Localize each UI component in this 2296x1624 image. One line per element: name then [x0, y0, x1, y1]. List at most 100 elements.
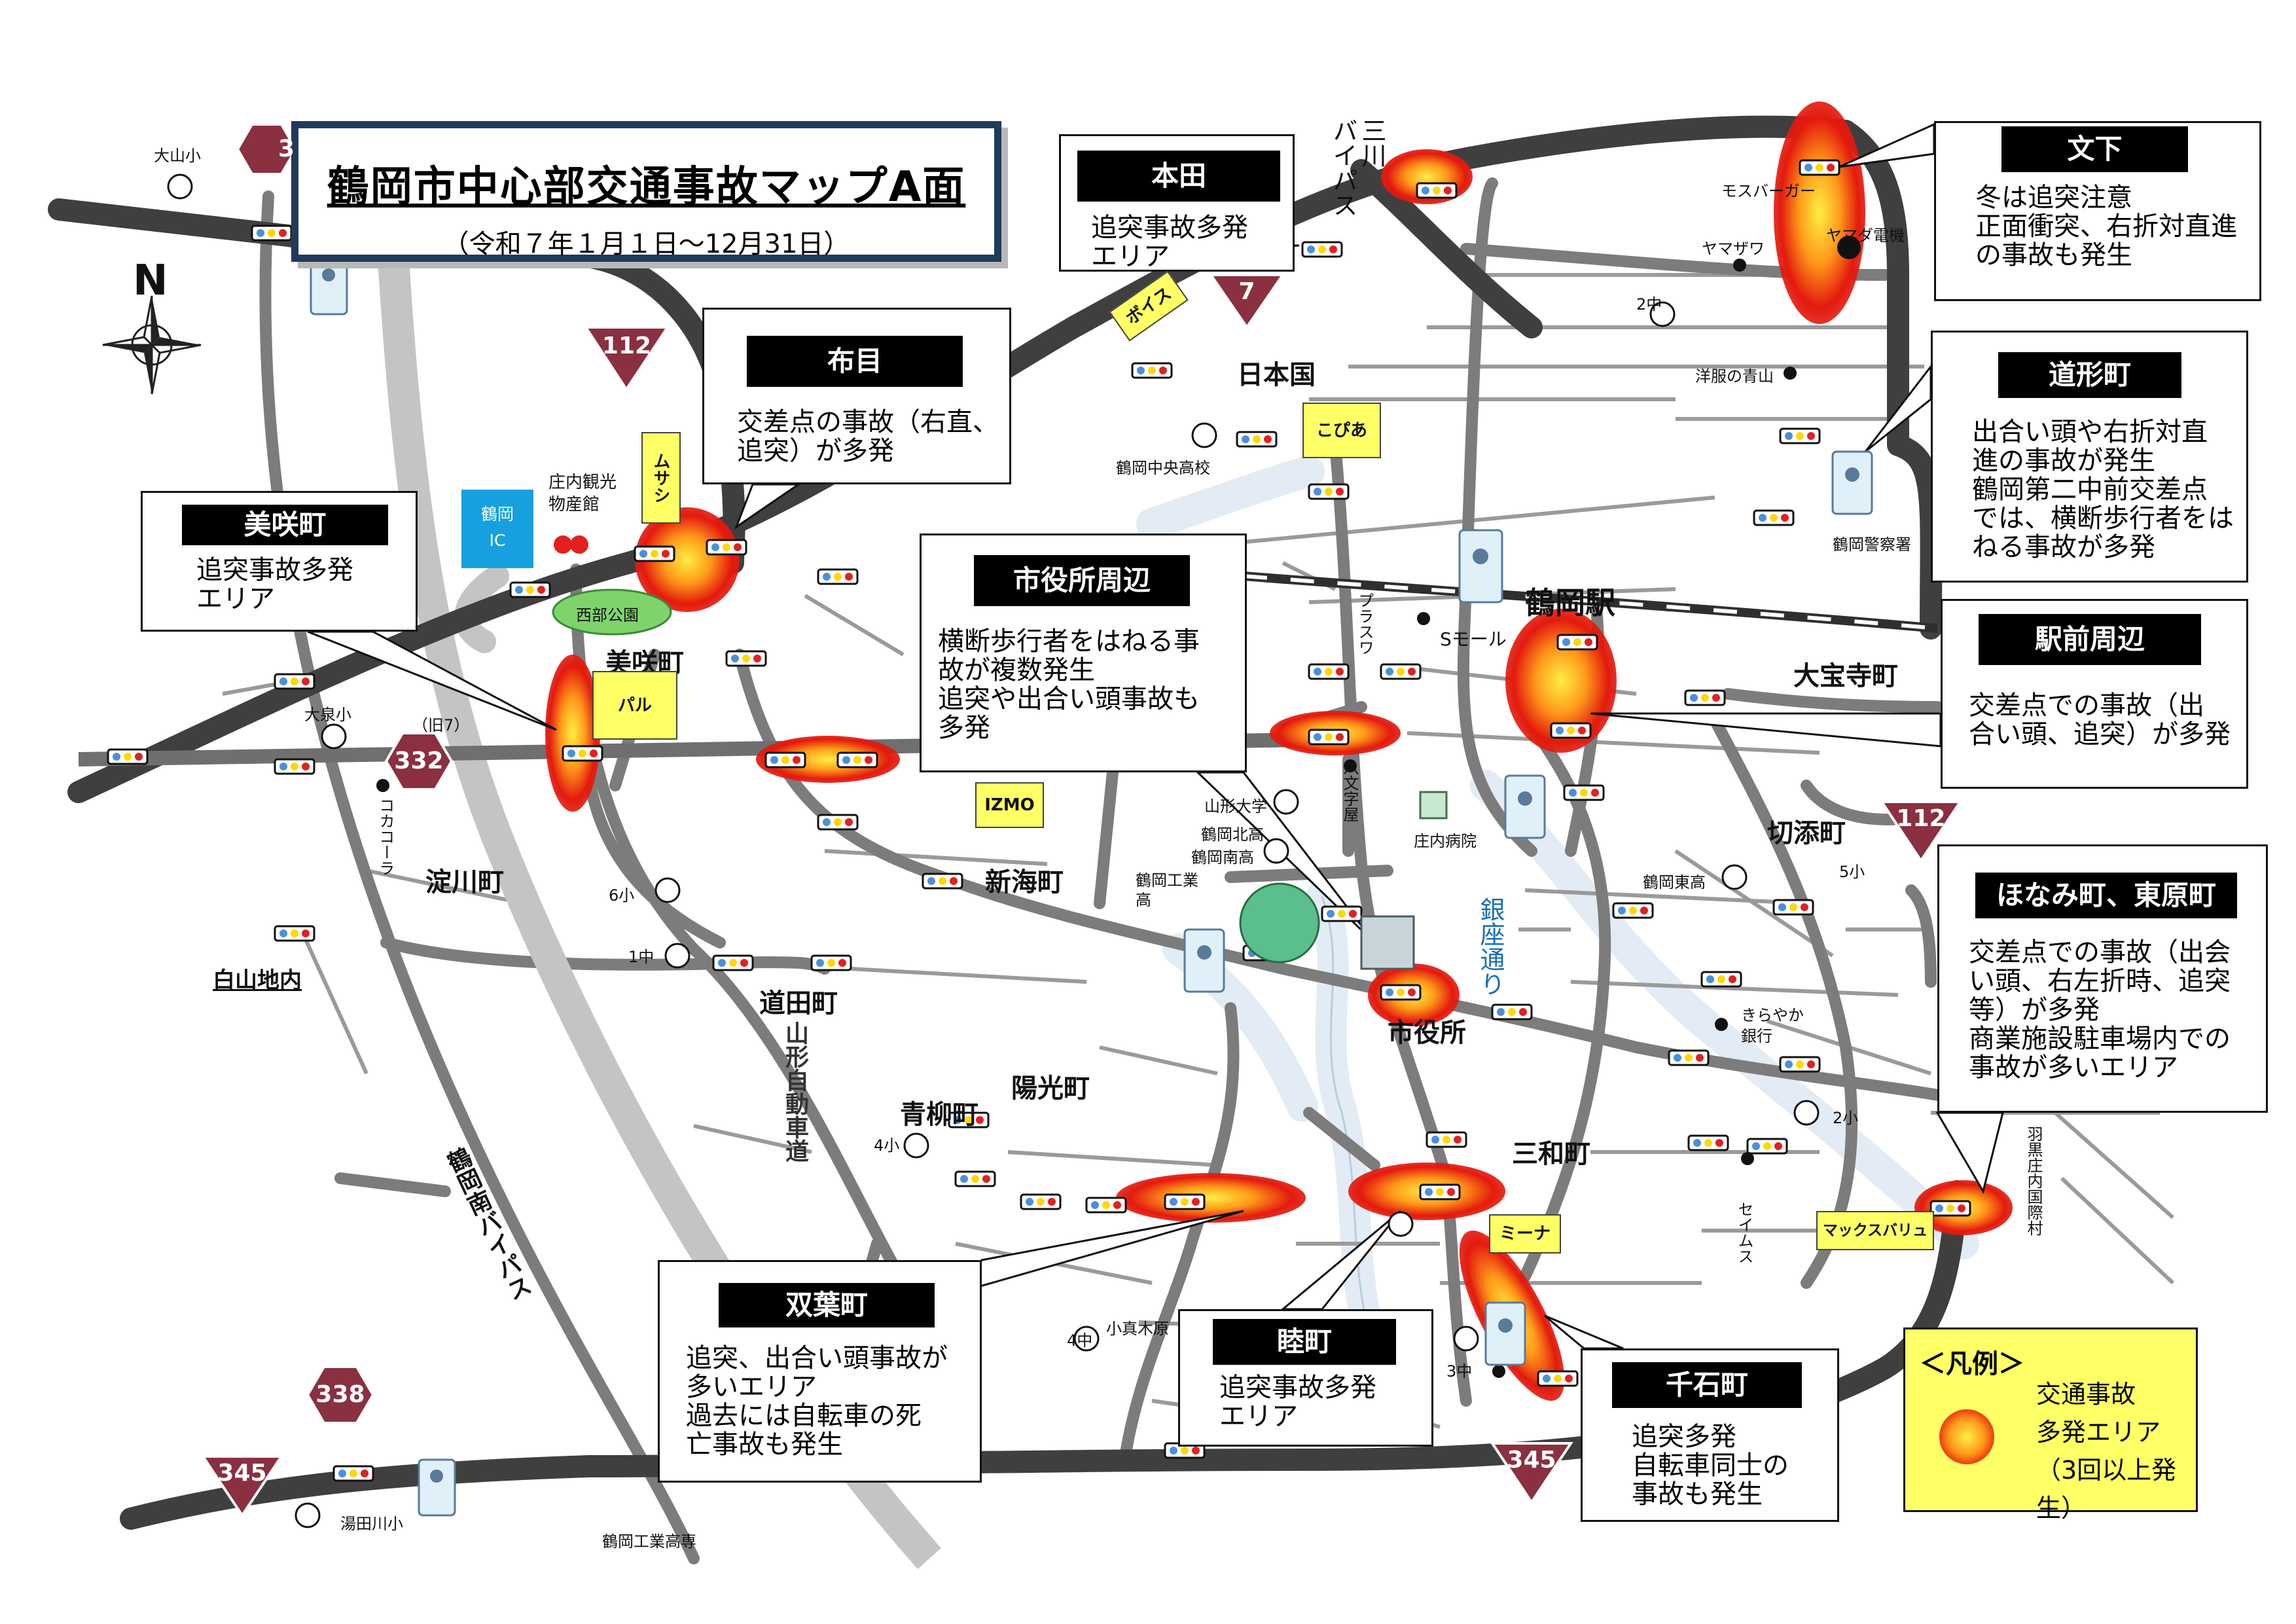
district-nihonkoku: 日本国 [1237, 360, 1316, 390]
callout-misaki: 美咲町 追突事故多発 エリア [141, 491, 418, 632]
callout-sengoku: 千石町 追突多発 自転車同士の 事故も発生 [1581, 1348, 1839, 1522]
callout-shiyakusho: 市役所周辺 横断歩行者をはねる事 故が複数発生 追突や出合い頭事故も 多発 [920, 533, 1247, 772]
callout-nunome-title: 布目 [747, 336, 963, 387]
park-pond [1239, 882, 1320, 964]
district-aoyagi: 青柳町 [900, 1100, 978, 1130]
place-ozumi-school: 大泉小 [304, 706, 351, 724]
legend-hotspot-icon [1939, 1409, 1994, 1464]
label-haguro: 羽黒庄内国際村 [2024, 1126, 2043, 1236]
place-nishi-park: 西部公園 [576, 606, 639, 624]
place-6sho: 6小 [609, 886, 635, 905]
callout-mutsumi-text: 追突事故多発 エリア [1219, 1373, 1376, 1432]
district-kirizoe: 切添町 [1767, 818, 1846, 848]
callout-bunka-title: 文下 [2001, 126, 2188, 172]
route-112-sign-b [1879, 801, 1963, 863]
route-7-number: 7 [1238, 278, 1255, 305]
hotspot-misaki [545, 655, 600, 812]
label-hachimonjiya: 八文字屋 [1340, 759, 1359, 822]
hotspot-bunka [1774, 101, 1865, 324]
label-yamagata-expressway: 山形自動車道 [781, 1021, 808, 1163]
map-title: 鶴岡市中心部交通事故マップA面 [327, 163, 966, 211]
traffic-signals [107, 159, 1971, 1482]
legend-text: 交通事故 多発エリア （3回以上発生） [2036, 1380, 2177, 1523]
place-cocacola: コカコーラ [376, 797, 395, 876]
label-plaza: プラスワ [1355, 592, 1374, 655]
place-yamagata-univ: 山形大学 [1204, 797, 1267, 816]
callout-dogyo-title: 道形町 [1998, 352, 2181, 398]
place-aoyama: 洋服の青山 [1695, 367, 1774, 386]
district-sanwa: 三和町 [1512, 1139, 1590, 1169]
route-332-sign [384, 732, 454, 791]
place-4sho: 4小 [874, 1136, 900, 1155]
compass-north-label: N [133, 257, 168, 305]
route-345-number-b: 345 [217, 1460, 267, 1487]
compass-rose-icon [102, 295, 202, 395]
callout-nunome-text: 交差点の事故（右直、 追突）が多発 [737, 407, 999, 466]
route-345-number-a: 345 [1507, 1447, 1556, 1473]
place-mos-burger: モスバーガー [1721, 182, 1816, 200]
route-3x-number: 3 [278, 135, 295, 162]
place-yamada-denki: ヤマダ電機 [1826, 226, 1905, 245]
legend-title: ＜凡例＞ [1920, 1349, 2024, 1379]
place-s-mall: Sモール [1440, 628, 1507, 650]
place-kita-highschool: 鶴岡北高 [1201, 825, 1264, 844]
shop-izmo: IZMO [975, 782, 1044, 828]
route-332-number: 332 [394, 748, 444, 774]
district-tsuruoka-station: 鶴岡駅 [1525, 585, 1615, 621]
callout-futaba-title: 双葉町 [719, 1283, 935, 1327]
shop-mina: ミーナ [1489, 1214, 1561, 1254]
callout-shiyakusho-title: 市役所周辺 [974, 555, 1190, 606]
railway [1243, 571, 1938, 633]
shop-musashi: ムサシ [641, 432, 681, 524]
district-yodogawa: 淀川町 [425, 867, 504, 897]
route-345-sign-a [1490, 1442, 1573, 1505]
route-338-sign [306, 1365, 375, 1424]
place-chuo-highschool: 鶴岡中央高校 [1116, 459, 1210, 477]
district-michida: 道田町 [759, 988, 838, 1019]
hotspot-shinkai [756, 736, 900, 783]
map-period: （令和７年１月１日～12月31日） [442, 229, 850, 259]
place-kogyo-highschool: 鶴岡工業 高 [1136, 871, 1198, 909]
callout-nunome: 布目 交差点の事故（右直、 追突）が多発 [702, 308, 1011, 484]
title-panel: 鶴岡市中心部交通事故マップA面 （令和７年１月１日～12月31日） [291, 121, 1001, 262]
shop-paru: パル [592, 671, 677, 740]
place-2sho: 2小 [1833, 1109, 1859, 1127]
hotspot-nunome [635, 507, 740, 612]
callout-sengoku-text: 追突多発 自転車同士の 事故も発生 [1632, 1422, 1789, 1509]
callout-mutsumi-title: 睦町 [1213, 1319, 1396, 1365]
place-3chu: 3中 [1446, 1362, 1473, 1380]
callout-ekimae: 駅前周辺 交差点での事故（出 合い頭、追突）が多発 [1941, 599, 2248, 789]
place-kanko-bussankan: 庄内観光 物産館 [548, 473, 617, 514]
callout-bunka-text: 冬は追突注意 正面衝突、右折対直進 の事故も発生 [1975, 183, 2237, 270]
place-1chu: 1中 [628, 948, 655, 966]
callout-futaba-text: 追突、出合い頭事故が 多いエリア 過去には自転車の死 亡事故も発生 [686, 1343, 948, 1460]
callout-honda-title: 本田 [1077, 151, 1280, 202]
place-kirayaka-bank: きらやか 銀行 [1741, 1006, 1804, 1045]
callout-honami-text: 交差点での事故（出会 い頭、右左折時、追突 等）が多発 商業施設駐車場内での 事… [1969, 937, 2231, 1083]
district-hakusan: 白山地内 [213, 967, 302, 994]
district-shinkai: 新海町 [985, 867, 1064, 897]
tsuruoka-ic-label: 鶴岡 IC [480, 505, 514, 550]
place-kosen: 鶴岡工業高専 [602, 1532, 696, 1551]
city-hall-building-icon [1360, 915, 1415, 970]
callout-ekimae-title: 駅前周辺 [1979, 614, 2201, 665]
callout-honami-title: ほなみ町、東原町 [1975, 873, 2237, 918]
callout-ekimae-text: 交差点での事故（出 合い頭、追突）が多発 [1969, 691, 2231, 749]
route-338-number: 338 [315, 1381, 365, 1408]
place-ooyama-school: 大山小 [154, 147, 201, 165]
place-yamazawa: ヤマザワ [1702, 240, 1765, 258]
label-ginza-dori: 銀座通り [1476, 897, 1505, 996]
label-mikawa-bypass: 三川 バイパス [1329, 118, 1386, 217]
callout-honda: 本田 追突事故多発 エリア [1059, 134, 1295, 272]
shop-maxvalu: マックスバリュ [1816, 1211, 1934, 1250]
callout-mutsumi: 睦町 追突事故多発 エリア [1178, 1309, 1433, 1447]
place-4chu: 4中 [1067, 1331, 1093, 1350]
callout-futaba: 双葉町 追突、出合い頭事故が 多いエリア 過去には自転車の死 亡事故も発生 [658, 1260, 982, 1483]
route-345-sign-b [200, 1455, 284, 1518]
district-city-hall: 市役所 [1388, 1018, 1466, 1048]
place-minami-highschool: 鶴岡南高 [1191, 848, 1254, 867]
school-symbols [167, 173, 1820, 1528]
route-112-number-b: 112 [1896, 805, 1946, 832]
